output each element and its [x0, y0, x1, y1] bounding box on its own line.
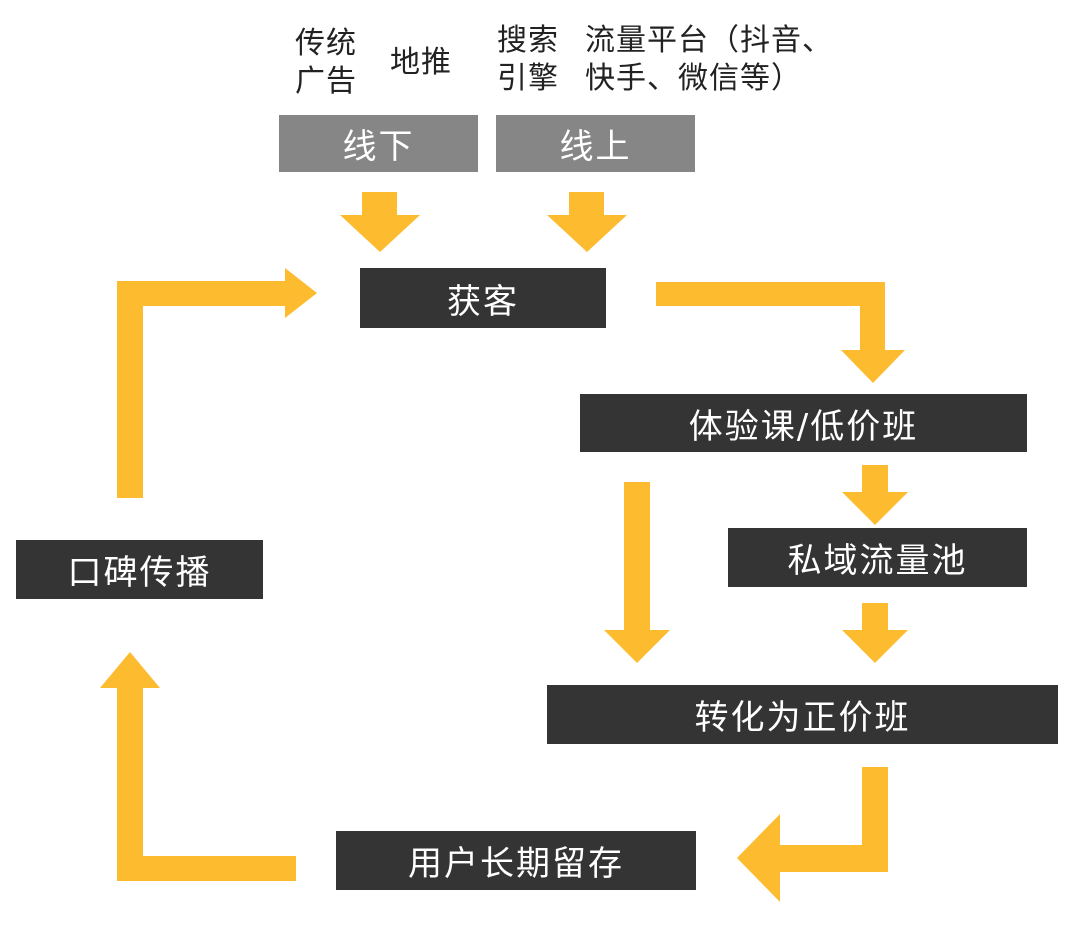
node-acquire: 获客 — [360, 268, 606, 328]
label-search-engine: 搜索 引擎 — [497, 23, 559, 96]
arrow-online-to-acquire — [547, 192, 627, 252]
node-private-pool: 私域流量池 — [728, 528, 1027, 587]
node-word-of-mouth: 口碑传播 — [16, 540, 263, 599]
node-online: 线上 — [496, 115, 695, 172]
arrow-word-of-mouth-to-acquire — [117, 268, 317, 498]
node-trial: 体验课/低价班 — [580, 394, 1027, 452]
label-ground-promotion: 地推 — [390, 45, 452, 80]
arrow-trial-to-private-pool — [842, 465, 908, 525]
arrows — [100, 192, 908, 902]
node-retention: 用户长期留存 — [336, 831, 696, 890]
arrow-retention-to-word-of-mouth — [100, 652, 296, 881]
arrow-acquire-to-trial — [656, 282, 905, 383]
node-offline: 线下 — [279, 115, 478, 172]
node-convert: 转化为正价班 — [547, 685, 1058, 744]
label-traffic-platforms: 流量平台（抖音、 快手、微信等） — [585, 23, 833, 96]
arrow-convert-to-retention — [737, 767, 888, 902]
arrow-trial-to-convert — [604, 482, 670, 663]
arrow-offline-to-acquire — [340, 192, 420, 252]
label-traditional-ads: 传统 广告 — [295, 26, 357, 99]
arrow-private-pool-to-convert — [842, 603, 908, 663]
